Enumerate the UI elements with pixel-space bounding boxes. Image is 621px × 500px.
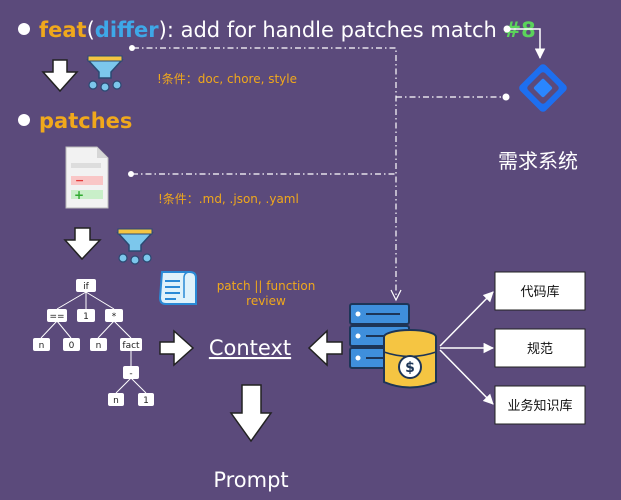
ast-node: 1 (138, 393, 154, 406)
svg-text:代码库: 代码库 (520, 284, 559, 300)
connector-dot (129, 45, 135, 51)
patches-title: patches (39, 109, 132, 133)
svg-text:$: $ (405, 360, 415, 376)
connector-dot (503, 25, 511, 33)
patch-function-line2: review (246, 294, 286, 308)
ast-node: fact (120, 338, 142, 351)
svg-text:1: 1 (143, 396, 149, 406)
svg-text:-: - (129, 369, 132, 379)
context-label: Context (209, 336, 291, 360)
ast-node: n (108, 393, 124, 406)
fanout-arrows (439, 291, 495, 405)
patch-function-line1: patch || function (217, 279, 316, 293)
knowledge-box-standards: 规范 (494, 328, 586, 368)
headline-to-jira-arrow (510, 28, 546, 60)
svg-text:n: n (96, 341, 102, 351)
headline-feat: feat (39, 18, 87, 42)
ast-node: 0 (63, 338, 80, 351)
svg-text:if: if (83, 282, 90, 292)
svg-text:规范: 规范 (527, 342, 553, 357)
prompt-label: Prompt (213, 468, 288, 492)
svg-text:业务知识库: 业务知识库 (507, 398, 572, 414)
document-diff-icon: − + (65, 146, 109, 209)
knowledge-box-code: 代码库 (494, 271, 586, 311)
headline-paren-close: ): (159, 18, 181, 42)
ast-node: == (47, 309, 67, 322)
knowledge-box-business: 业务知识库 (494, 385, 586, 425)
ast-node: * (105, 309, 123, 322)
headline-description: add for handle patches match (181, 18, 504, 42)
left-arrow-icon (307, 329, 343, 367)
down-arrow-icon (63, 227, 102, 261)
ast-node: - (123, 366, 139, 379)
condition-text-2: !条件：.md, .json, .yaml (158, 192, 299, 206)
right-arrow-icon (159, 329, 195, 367)
headline-bullet (18, 23, 30, 35)
server-database-icon: $ (349, 303, 437, 389)
svg-text:n: n (39, 341, 45, 351)
ast-tree: if == 1 * n 0 n fact - n 1 (33, 279, 154, 406)
headline: feat(differ): add for handle patches mat… (39, 18, 536, 42)
ast-node: n (33, 338, 50, 351)
patches-bullet (18, 114, 30, 126)
svg-text:fact: fact (122, 341, 140, 351)
down-arrow-icon (41, 59, 79, 93)
condition-text-1: !条件：doc, chore, style (157, 72, 297, 86)
svg-text:1: 1 (83, 312, 89, 322)
ast-node: n (90, 338, 107, 351)
script-scroll-icon (158, 271, 197, 305)
funnel-icon (116, 228, 154, 265)
svg-text:+: + (74, 188, 84, 202)
jira-logo-icon (519, 64, 567, 112)
headline-differ: differ (95, 18, 159, 42)
requirement-system-label: 需求系统 (498, 149, 578, 173)
connector-dot (128, 171, 134, 177)
dashed-arrowhead (390, 289, 402, 302)
ast-node: if (76, 279, 96, 292)
down-arrow-icon (229, 384, 273, 443)
svg-text:0: 0 (69, 341, 75, 351)
svg-text:n: n (113, 396, 119, 406)
connector-dot (502, 93, 510, 101)
funnel-icon (86, 55, 124, 92)
svg-text:==: == (49, 312, 64, 322)
headline-paren-open: ( (87, 18, 95, 42)
ast-node: 1 (77, 309, 95, 322)
ast-tree-edges (40, 291, 147, 394)
svg-text:*: * (112, 312, 117, 322)
svg-text:−: − (75, 174, 84, 187)
